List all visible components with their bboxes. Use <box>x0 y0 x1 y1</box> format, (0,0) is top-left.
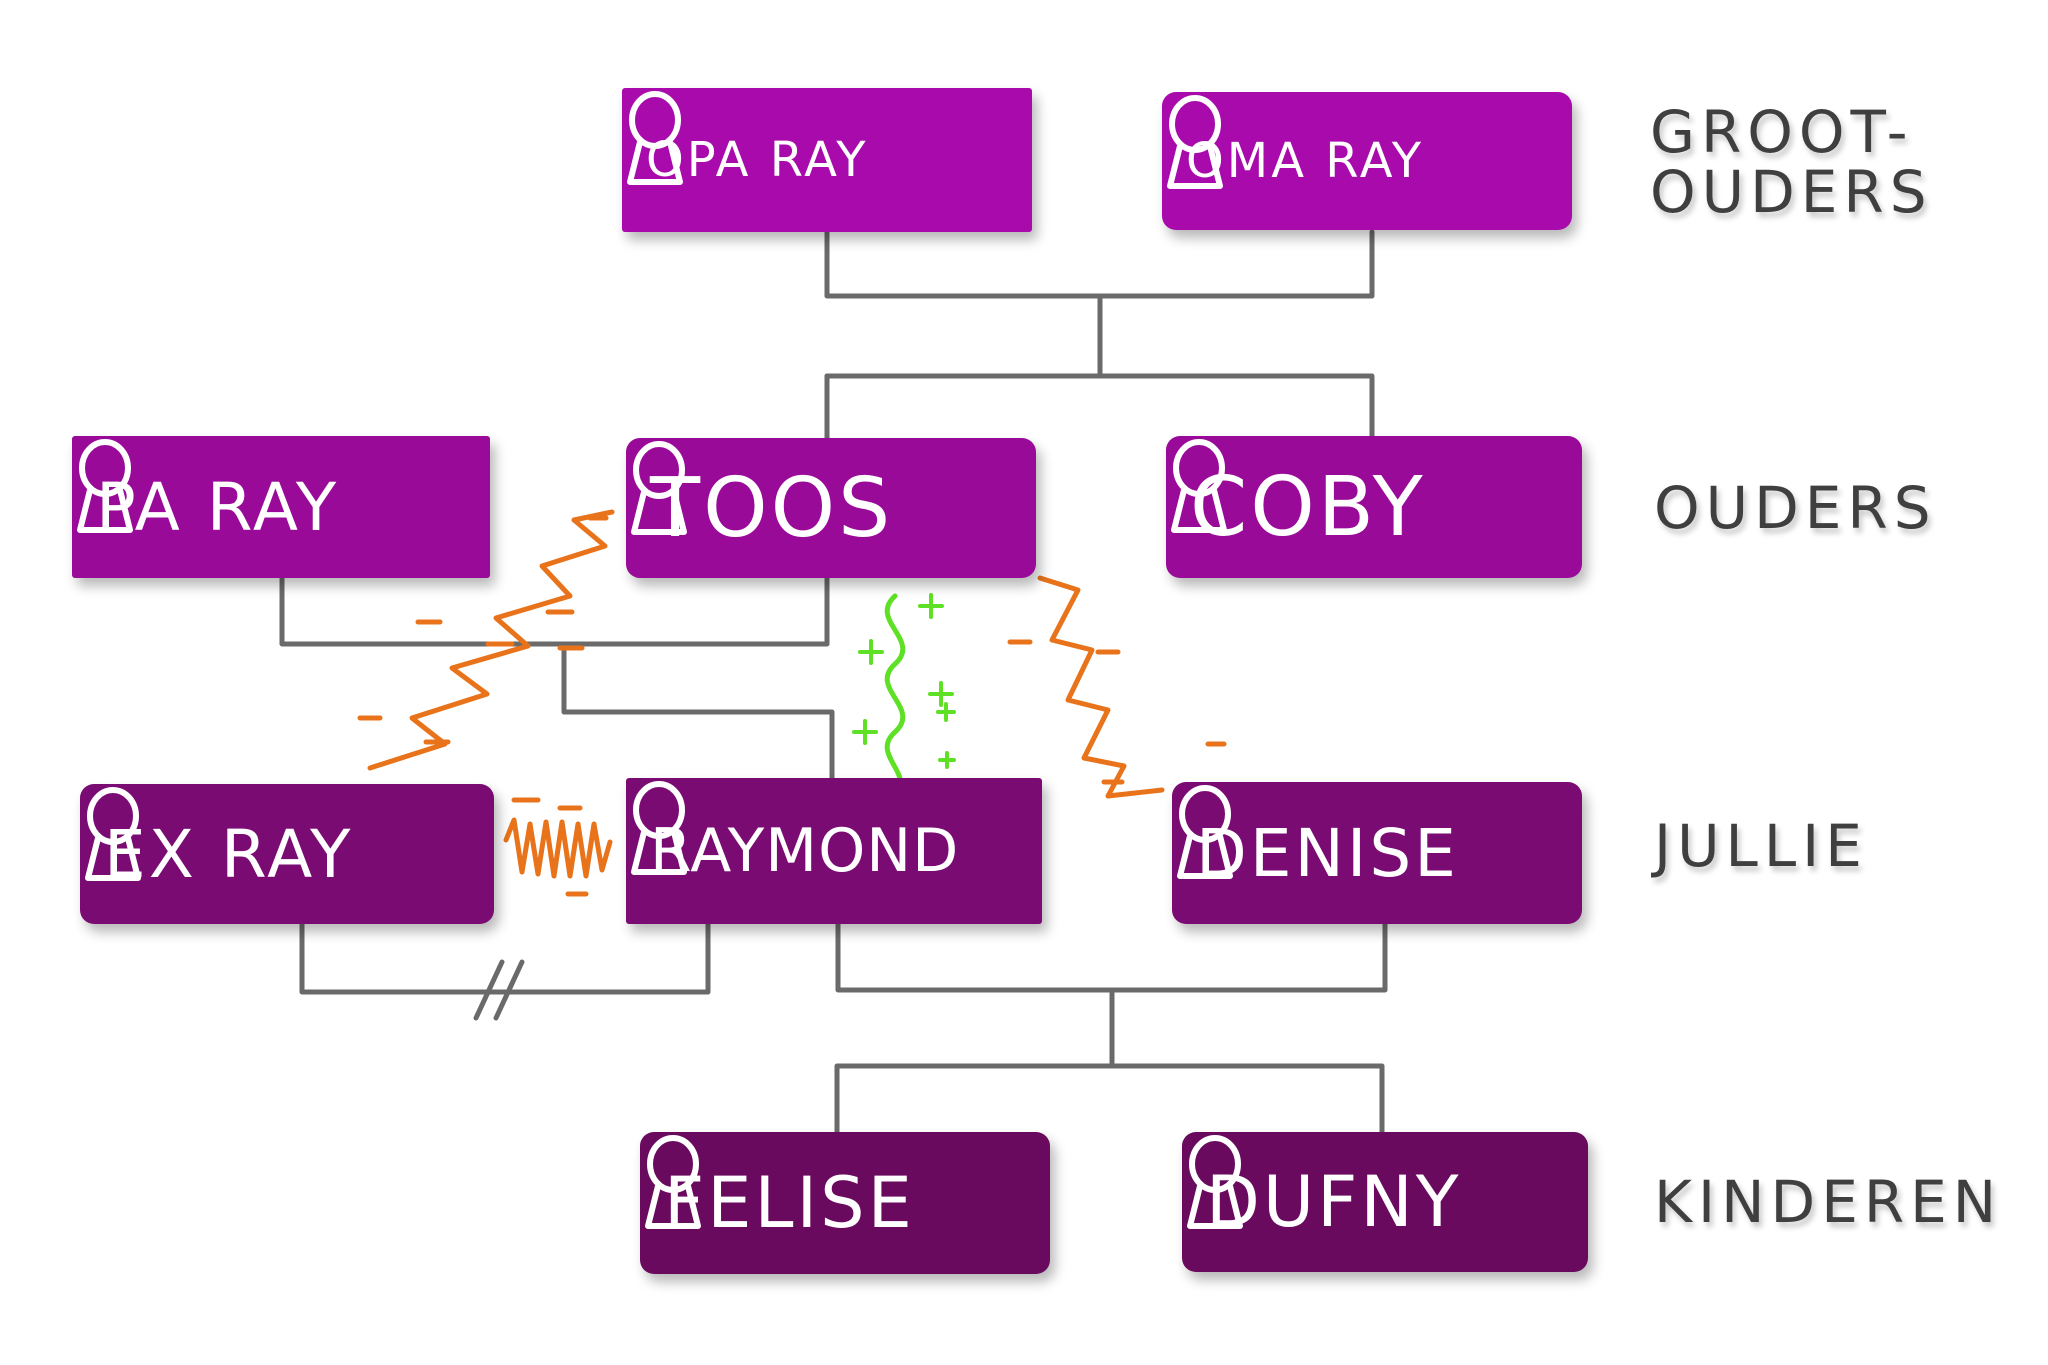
node-label: COBY <box>1190 459 1426 555</box>
positive-wave-toos-raymond <box>884 593 906 803</box>
plus-sign <box>852 719 878 745</box>
person-icon <box>645 1135 701 1229</box>
person-icon <box>631 781 687 875</box>
node-label: EX RAY <box>104 815 354 893</box>
node-denise[interactable]: DENISE <box>1172 782 1582 924</box>
pa-ray-toos-connector <box>279 575 830 647</box>
raymond-denise-to-children-connector <box>834 987 1385 1135</box>
node-label: OMA RAY <box>1186 133 1425 189</box>
pa-ray-toos-to-raymond-connector <box>561 641 835 781</box>
person-icon <box>77 439 133 533</box>
person-icon <box>1187 1135 1243 1229</box>
ex-ray-raymond-connector <box>299 921 711 995</box>
node-label: DUFNY <box>1206 1161 1462 1243</box>
divorce-mark-2 <box>493 959 525 1021</box>
plus-sign <box>938 751 956 769</box>
person-icon <box>1167 95 1223 189</box>
node-coby[interactable]: COBY <box>1166 436 1582 578</box>
conflict-zigzag-ex-ray-raymond <box>503 817 613 879</box>
node-opa-ray[interactable]: OPA RAY <box>622 88 1032 232</box>
person-icon <box>627 91 683 185</box>
plus-sign <box>936 702 956 722</box>
plus-sign <box>928 681 954 707</box>
node-label: DENISE <box>1196 814 1459 892</box>
node-label: OPA RAY <box>646 132 869 188</box>
grandparents-connector <box>824 229 1375 439</box>
person-icon <box>85 787 141 881</box>
generation-label-grootouders: GROOT- OUDERS <box>1650 102 1933 222</box>
node-raymond[interactable]: RAYMOND <box>626 778 1042 924</box>
node-toos[interactable]: TOOS <box>626 438 1036 578</box>
generation-label-jullie: JULLIE <box>1654 812 1868 880</box>
person-icon <box>1171 439 1227 533</box>
plus-sign <box>858 639 884 665</box>
node-felise[interactable]: FELISE <box>640 1132 1050 1274</box>
conflict-zigzag-pa-ray-toos <box>367 509 615 771</box>
node-label: FELISE <box>664 1162 915 1244</box>
node-label: TOOS <box>650 460 894 556</box>
generation-label-kinderen: KINDEREN <box>1654 1168 2003 1236</box>
conflict-zigzag-coby-denise <box>1037 575 1165 799</box>
generation-label-line: GROOT- <box>1650 98 1914 166</box>
generation-label-ouders: OUDERS <box>1654 474 1937 542</box>
node-dufny[interactable]: DUFNY <box>1182 1132 1588 1272</box>
node-oma-ray[interactable]: OMA RAY <box>1162 92 1572 230</box>
divorce-mark-1 <box>473 959 505 1021</box>
node-label: PA RAY <box>96 468 340 546</box>
person-icon <box>631 441 687 535</box>
person-icon <box>1177 785 1233 879</box>
generation-label-line: OUDERS <box>1650 158 1933 226</box>
node-ex-ray[interactable]: EX RAY <box>80 784 494 924</box>
plus-sign <box>918 593 944 619</box>
node-pa-ray[interactable]: PA RAY <box>72 436 490 578</box>
node-label: RAYMOND <box>650 816 960 886</box>
